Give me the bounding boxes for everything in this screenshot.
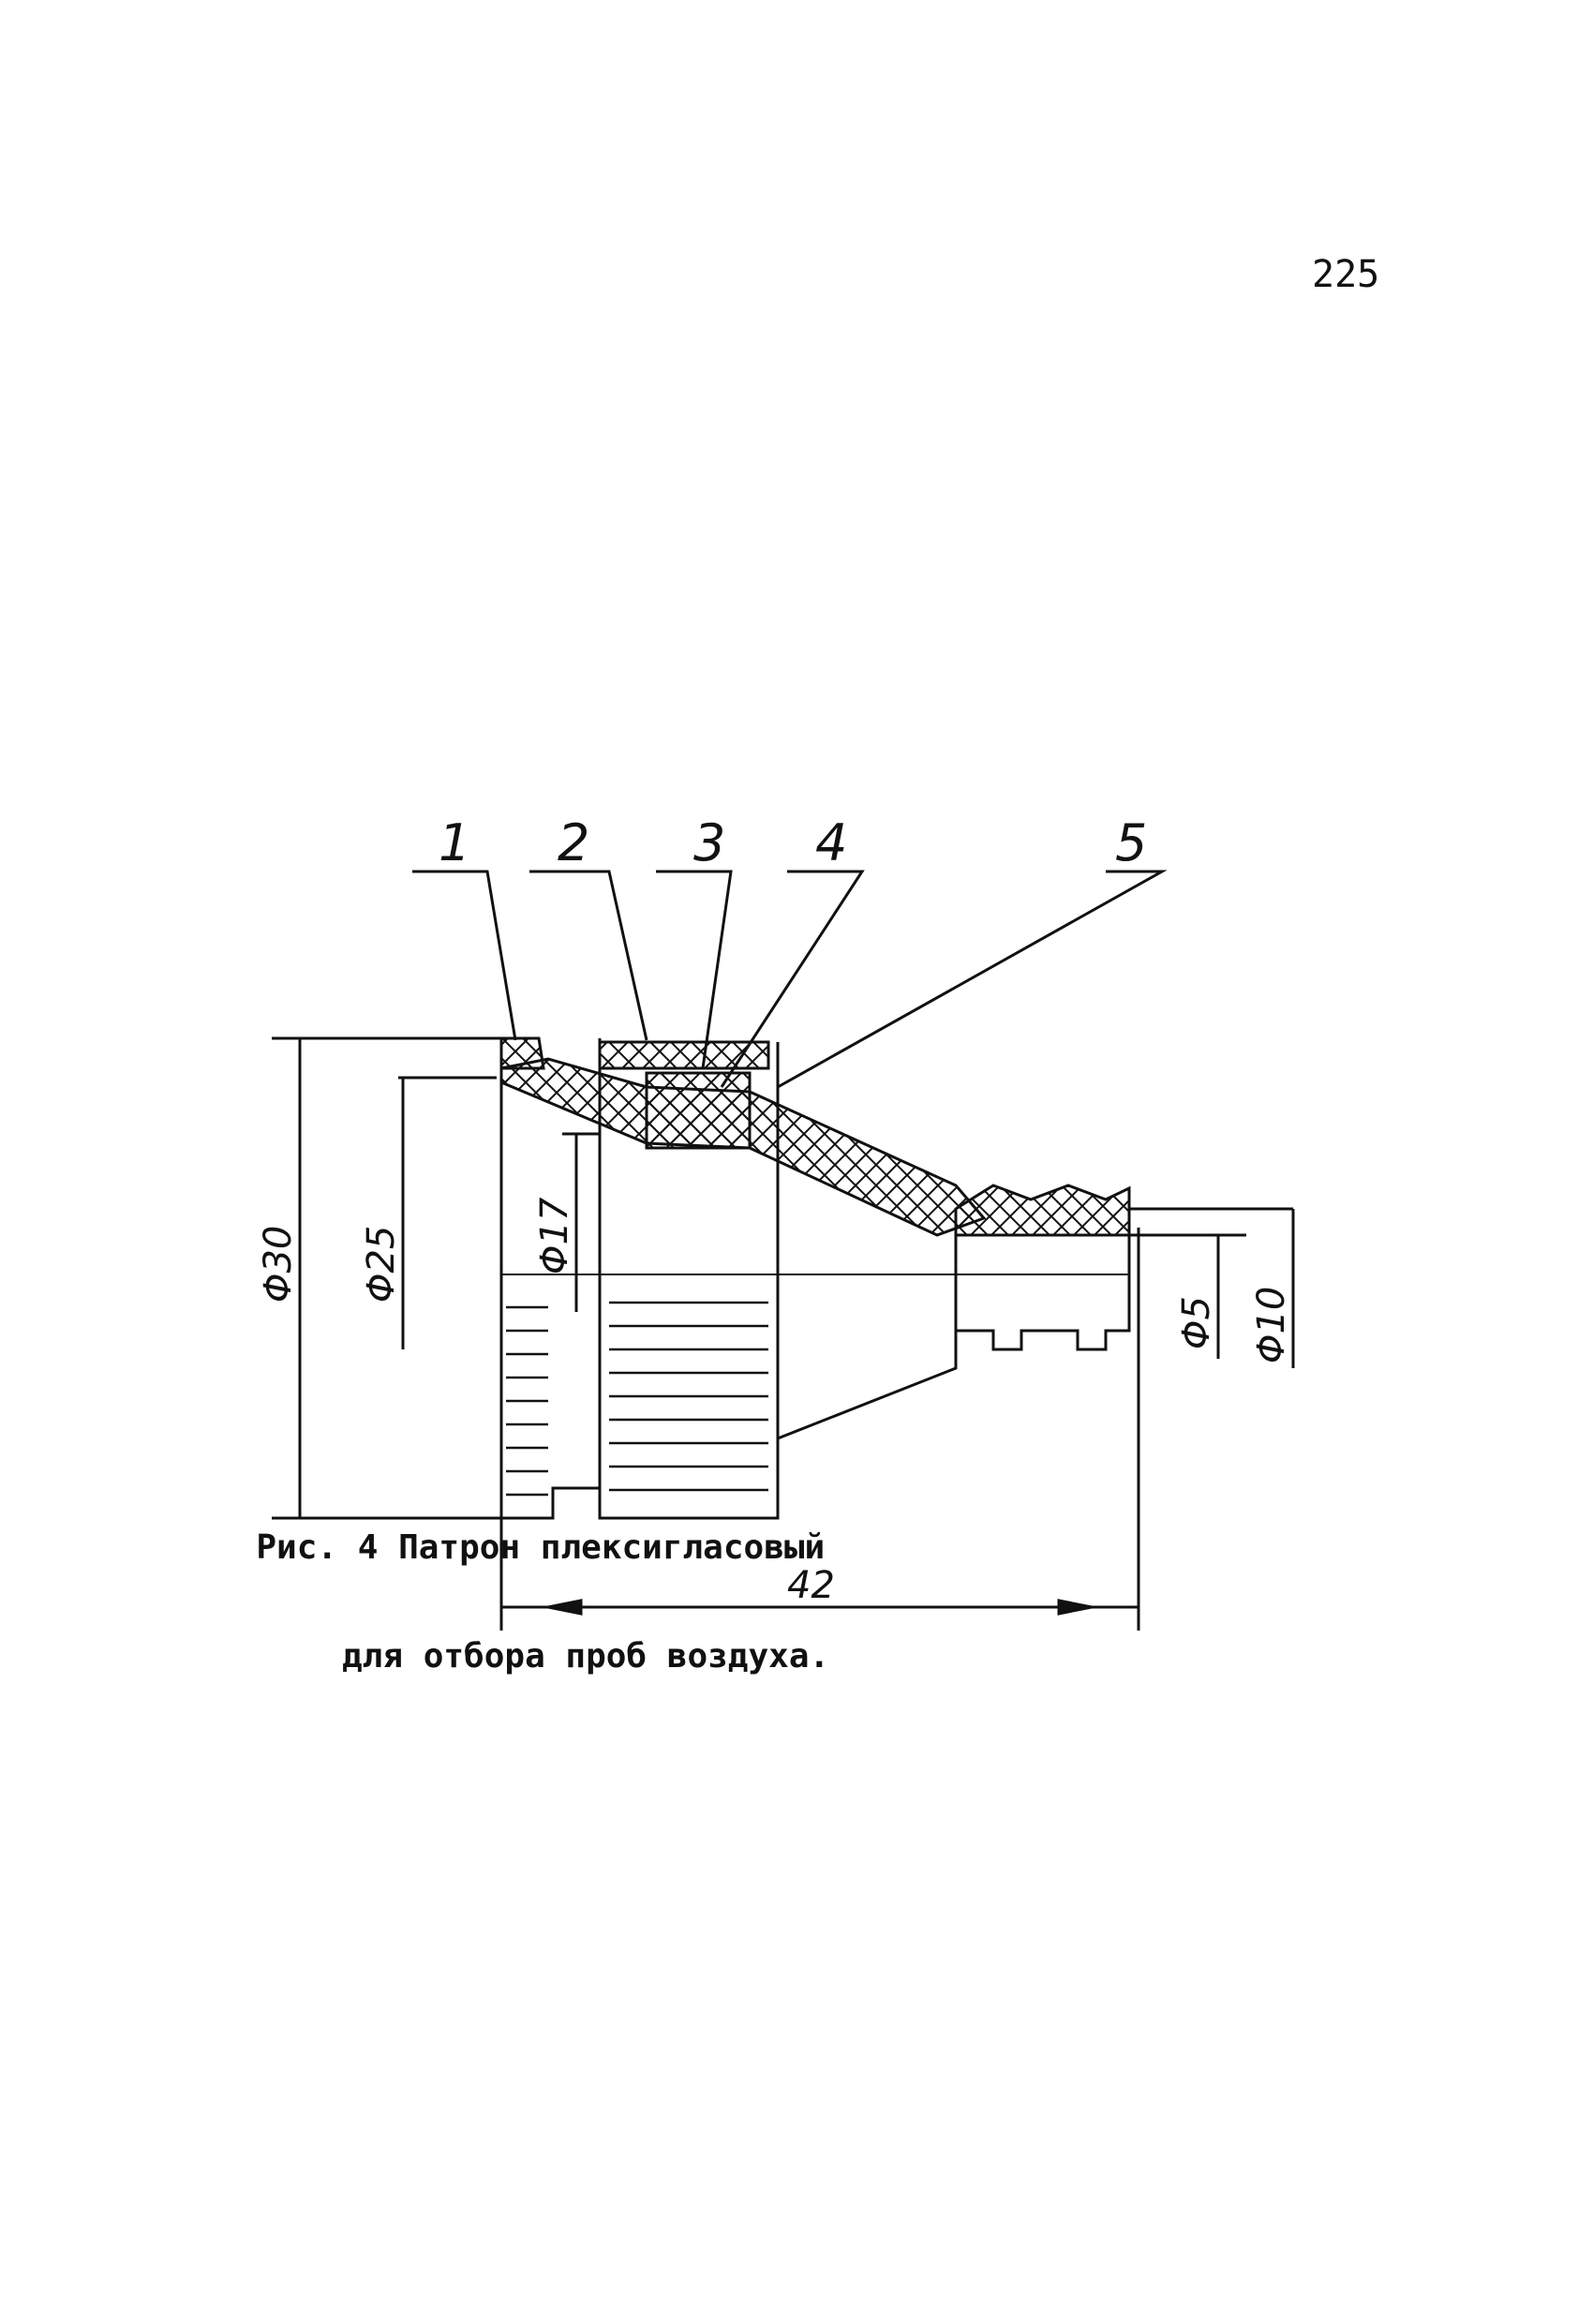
dim-5-line (1129, 1233, 1246, 1359)
figure-caption: Рис. 4 Патрон плексигласовый для отбора … (216, 1467, 829, 1738)
leader-1 (412, 870, 517, 1041)
dim-10-line (1129, 1207, 1295, 1368)
nozzle-section (954, 1184, 1131, 1237)
callout-1: 1 (439, 813, 470, 872)
dim-30-line (272, 1036, 501, 1520)
callout-5: 5 (1115, 813, 1147, 872)
caption-line-1: Рис. 4 Патрон плексигласовый (256, 1528, 826, 1567)
dim-42-line (499, 1228, 1140, 1631)
dim-10-label: Φ10 (1250, 1287, 1293, 1363)
leader-2 (529, 870, 648, 1041)
caption-line-2: для отбора проб воздуха. (342, 1637, 830, 1676)
knurl-left (506, 1305, 548, 1497)
leader-3 (656, 870, 733, 1069)
callout-4: 4 (815, 813, 847, 872)
dim-30-label: Φ30 (257, 1226, 300, 1303)
dim-42-label: 42 (787, 1564, 835, 1607)
dim-25-label: Φ25 (360, 1226, 403, 1303)
dim-17-label: Φ17 (533, 1197, 576, 1274)
dim-25-line (398, 1076, 497, 1349)
knurl-right (609, 1301, 768, 1492)
callout-2: 2 (558, 813, 589, 872)
page-number: 225 (1312, 253, 1380, 296)
callout-3: 3 (693, 813, 725, 872)
filter-insert-section (645, 1071, 752, 1150)
dim-5-label: Φ5 (1175, 1296, 1218, 1349)
outer-contour (499, 1038, 1131, 1520)
leader-5 (777, 870, 1168, 1089)
leader-4 (720, 870, 865, 1088)
dim-17-line (562, 1132, 600, 1312)
